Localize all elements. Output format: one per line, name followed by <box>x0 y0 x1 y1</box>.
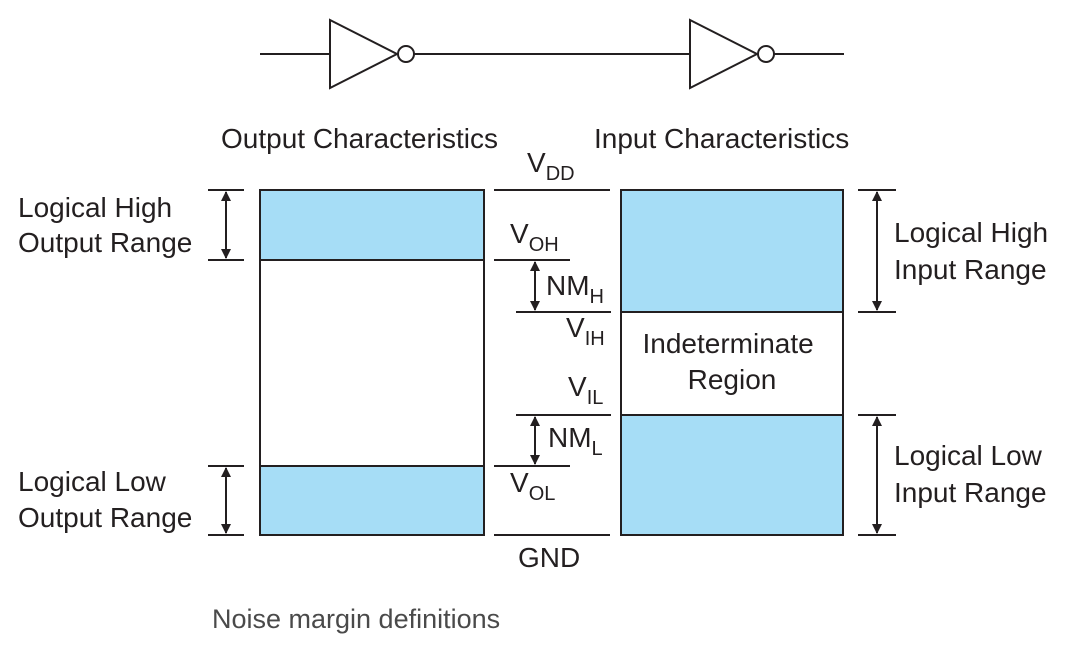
output-column <box>259 189 485 536</box>
in-low-label: Logical Low Input Range <box>894 440 1050 508</box>
out-high-label: Logical High Output Range <box>18 192 192 258</box>
vol-label: VOL <box>510 467 555 505</box>
input-characteristics-heading: Input Characteristics <box>594 123 849 154</box>
inverter-chain <box>260 18 844 90</box>
indeterminate-region-label: Indeterminate Region <box>643 328 822 395</box>
output-low-range-box <box>259 465 485 536</box>
inverter-1-triangle <box>329 18 400 90</box>
voh-label: VOH <box>510 218 559 256</box>
input-low-range-box <box>620 414 844 536</box>
input-column <box>620 189 844 536</box>
input-high-range-box <box>620 189 844 313</box>
out-low-label: Logical Low Output Range <box>18 466 192 533</box>
inverter-2-bubble <box>757 45 775 63</box>
nml-label: NML <box>548 422 603 460</box>
vil-label: VIL <box>568 371 603 409</box>
output-characteristics-heading: Output Characteristics <box>221 123 498 154</box>
indeterminate-region-box <box>620 311 844 416</box>
nmh-label: NMH <box>546 270 604 308</box>
output-undefined-box <box>259 259 485 467</box>
gnd-label: GND <box>518 542 580 573</box>
vih-label: VIH <box>566 312 605 350</box>
vdd-label: VDD <box>527 147 575 185</box>
inverter-2-triangle <box>689 18 760 90</box>
figure-caption: Noise margin definitions <box>212 604 500 634</box>
output-high-range-box <box>259 189 485 261</box>
in-high-label: Logical High Input Range <box>894 217 1056 285</box>
inverter-1-bubble <box>397 45 415 63</box>
